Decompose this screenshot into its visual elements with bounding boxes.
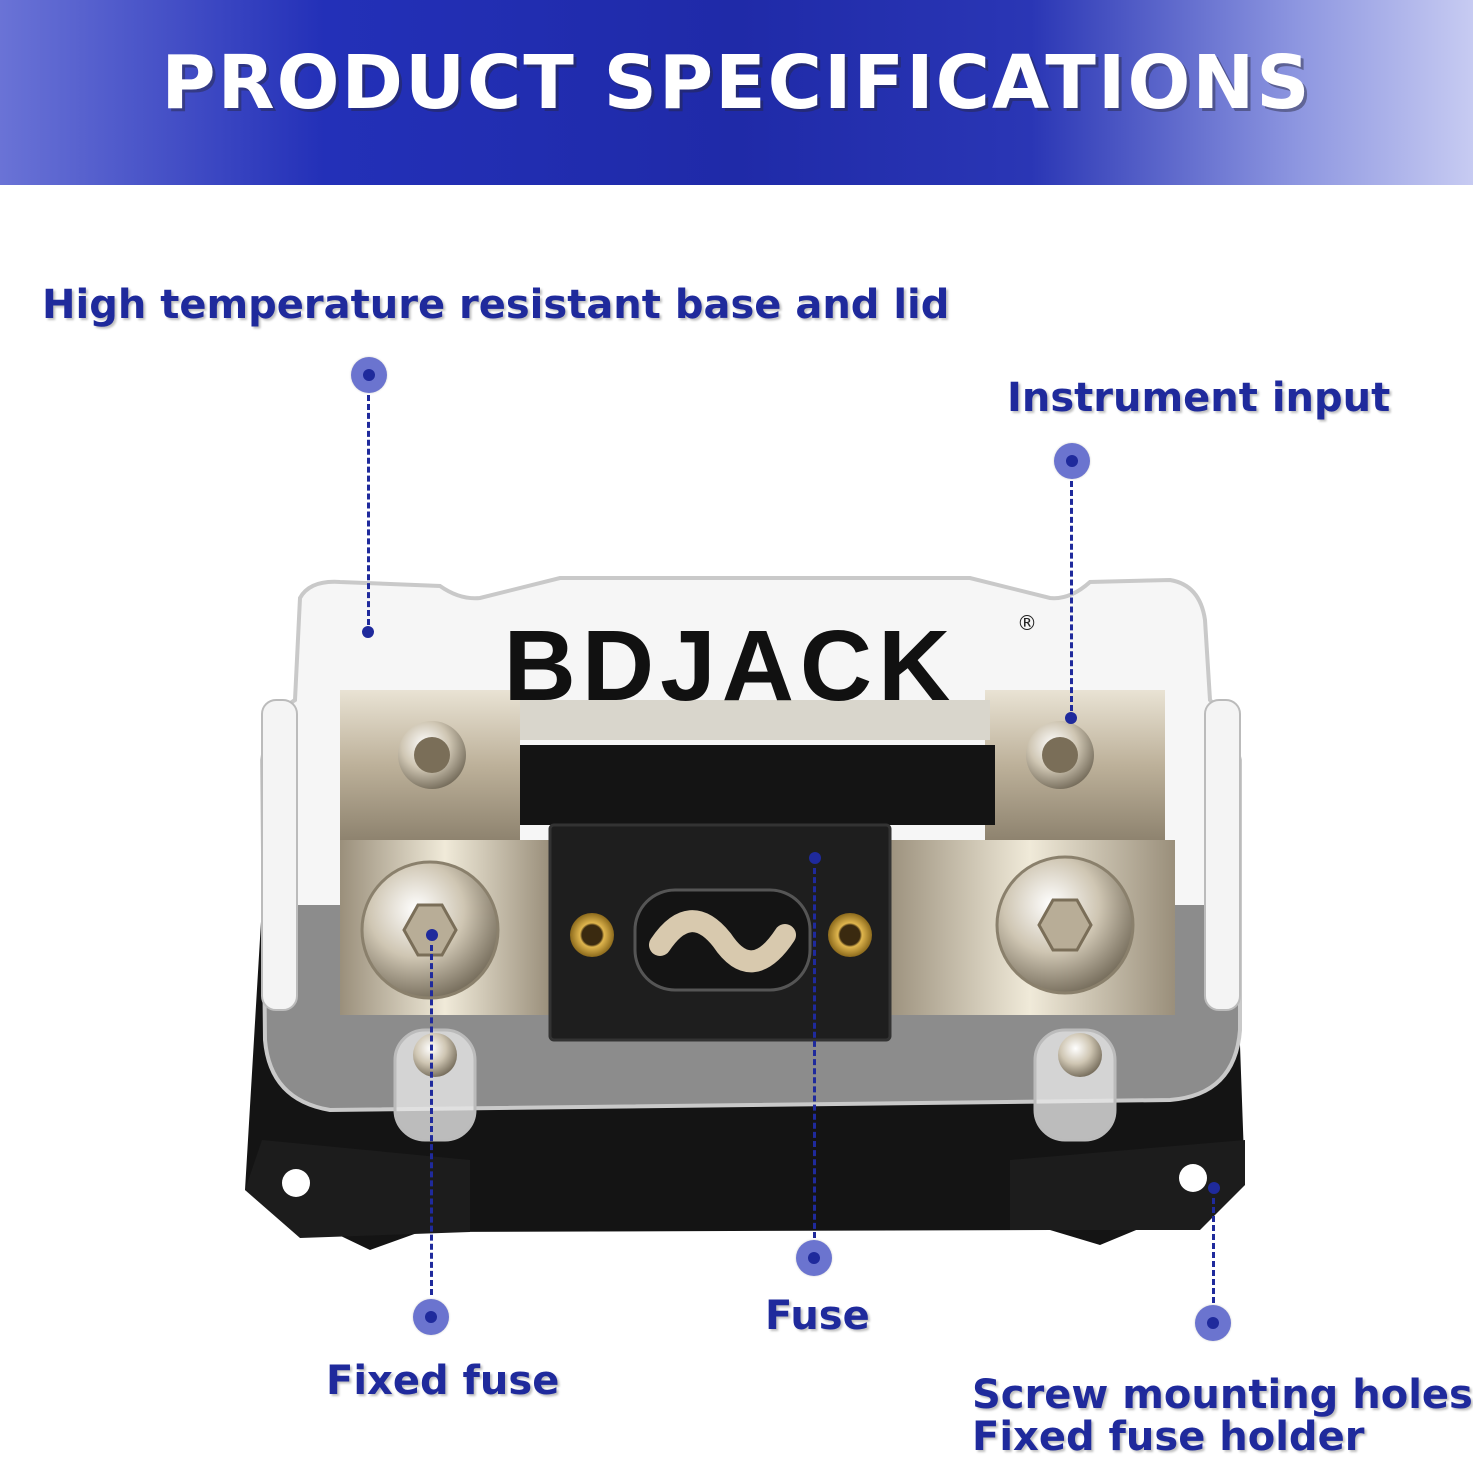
brand-logo: BDJACK [504,610,957,722]
callout-dot-instrument-input [1054,443,1090,479]
fuse-body [520,745,995,1042]
trademark-symbol: ® [1017,611,1037,635]
callout-line-fuse [813,868,816,1238]
callout-fuse: Fuse [765,1293,870,1339]
callout-dot-fuse [796,1240,832,1276]
callout-fixed-fuse: Fixed fuse [326,1358,560,1404]
callout-instrument-input: Instrument input [1007,375,1391,421]
callout-dot-screw-holes [1195,1305,1231,1341]
callout-line-fixed-fuse [430,945,433,1295]
page-title: PRODUCT SPECIFICATIONS [161,40,1312,126]
callout-screw-holes-line2: Fixed fuse holder [972,1414,1365,1460]
callout-pin-base-lid [362,626,374,638]
header-banner: PRODUCT SPECIFICATIONS [0,0,1473,185]
callout-pin-fuse [809,852,821,864]
callout-line-base-lid [367,395,370,625]
callout-screw-holes-line1: Screw mounting holes [972,1372,1473,1418]
callout-dot-fixed-fuse [413,1299,449,1335]
callout-line-screw-holes [1212,1198,1215,1303]
callout-pin-screw-holes [1208,1182,1220,1194]
callout-pin-fixed-fuse [426,929,438,941]
callout-line-instrument-input [1070,481,1073,711]
callout-base-lid: High temperature resistant base and lid [42,282,950,328]
callout-pin-instrument-input [1065,712,1077,724]
callout-dot-base-lid [351,357,387,393]
